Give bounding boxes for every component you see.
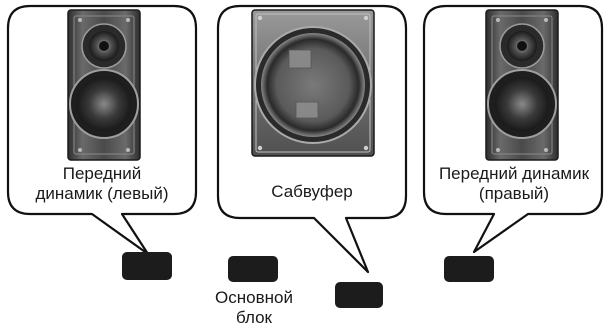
main-unit-label-line1: Основной xyxy=(215,288,293,307)
front-right-label-line2: (правый) xyxy=(478,184,550,203)
main-unit-label-line2: блок xyxy=(236,308,272,327)
front-left-position-block xyxy=(122,252,172,280)
subwoofer-position-block xyxy=(335,282,383,308)
front-right-speaker-icon xyxy=(485,9,559,161)
front-left-label-line2: динамик (левый) xyxy=(35,184,169,203)
main-unit-reference-block xyxy=(228,256,278,282)
subwoofer-label-text: Сабвуфер xyxy=(271,182,353,201)
front-left-speaker-label: Передний динамик (левый) xyxy=(14,164,190,204)
front-right-speaker-label: Передний динамик (правый) xyxy=(424,164,604,204)
front-right-label-line1: Передний динамик xyxy=(438,164,590,183)
subwoofer-speaker-icon xyxy=(251,9,375,157)
subwoofer-label: Сабвуфер xyxy=(224,182,400,202)
front-right-position-block xyxy=(444,256,494,282)
front-left-speaker-icon xyxy=(67,9,141,161)
front-left-label-line1: Передний xyxy=(62,164,142,183)
main-unit-label: Основной блок xyxy=(194,288,314,328)
